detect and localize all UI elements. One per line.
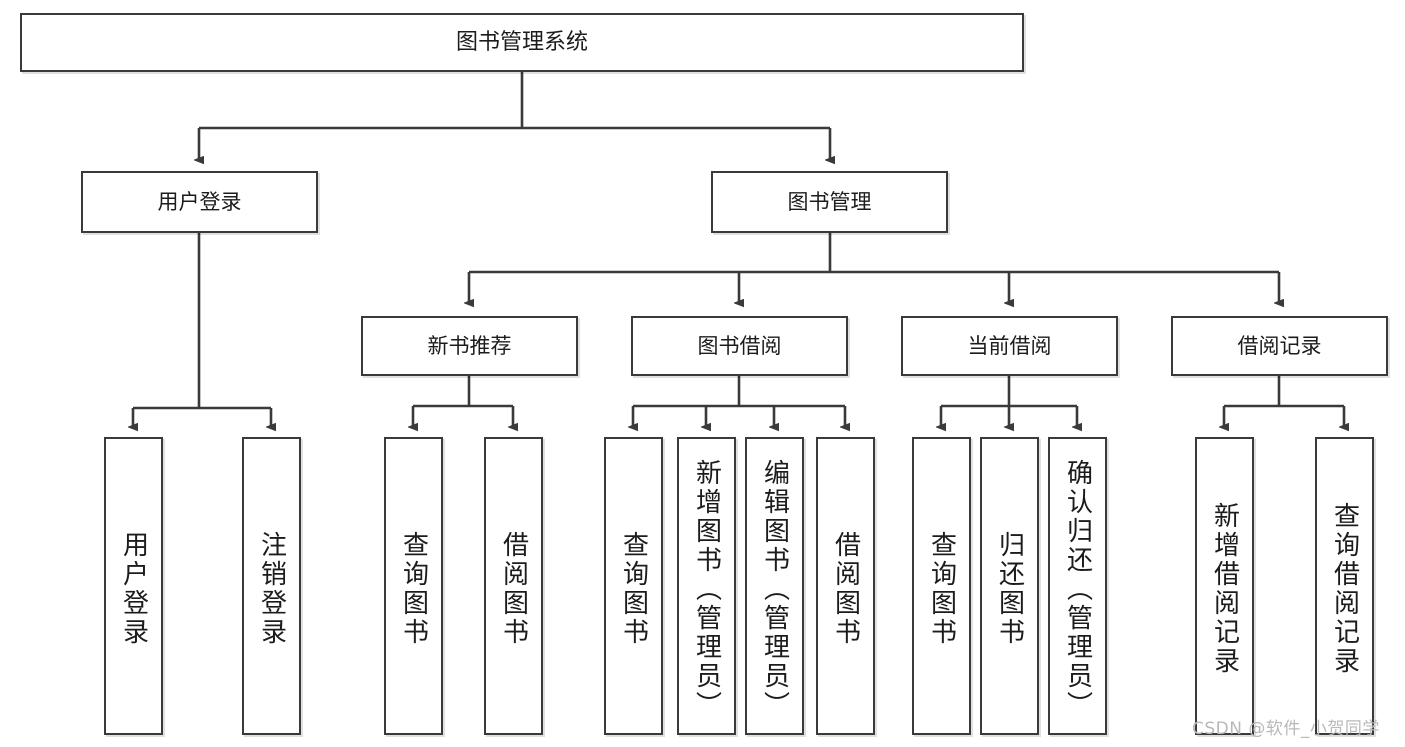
leaf-node[interactable]: 查询借阅记录	[1315, 437, 1374, 735]
leaf-label: 归还图书	[994, 531, 1025, 647]
node-borrow-record[interactable]: 借阅记录	[1171, 316, 1388, 376]
leaf-node[interactable]: 查询图书	[912, 437, 971, 735]
leaf-label: 新增图书（管理员）	[691, 458, 722, 720]
node-book-management-label: 图书管理	[787, 189, 872, 214]
leaf-node[interactable]: 借阅图书	[816, 437, 875, 735]
leaf-label: 借阅图书	[498, 531, 529, 647]
node-user-login[interactable]: 用户登录	[81, 171, 318, 233]
leaf-label: 查询图书	[618, 531, 649, 647]
leaf-label: 查询图书	[926, 531, 957, 647]
leaf-node[interactable]: 确认归还（管理员）	[1048, 437, 1107, 735]
leaf-node[interactable]: 注销登录	[242, 437, 301, 735]
node-new-book-recommend[interactable]: 新书推荐	[361, 316, 578, 376]
leaf-label: 确认归还（管理员）	[1062, 458, 1093, 720]
leaf-label: 用户登录	[118, 531, 149, 647]
leaf-node[interactable]: 归还图书	[980, 437, 1039, 735]
leaf-label: 注销登录	[256, 531, 287, 647]
node-root-label: 图书管理系统	[455, 29, 588, 55]
leaf-node[interactable]: 查询图书	[384, 437, 443, 735]
node-user-login-label: 用户登录	[157, 189, 242, 214]
leaf-label: 新增借阅记录	[1209, 502, 1240, 676]
leaf-node[interactable]: 编辑图书（管理员）	[745, 437, 804, 735]
node-new-book-recommend-label: 新书推荐	[427, 333, 512, 358]
node-current-borrow[interactable]: 当前借阅	[901, 316, 1118, 376]
node-root[interactable]: 图书管理系统	[20, 13, 1024, 72]
leaf-label: 借阅图书	[830, 531, 861, 647]
node-book-borrow-label: 图书借阅	[697, 333, 782, 358]
node-current-borrow-label: 当前借阅	[967, 333, 1052, 358]
leaf-node[interactable]: 新增借阅记录	[1195, 437, 1254, 735]
node-borrow-record-label: 借阅记录	[1237, 333, 1322, 358]
watermark: CSDN @软件_小贺同学	[1192, 719, 1380, 739]
leaf-node[interactable]: 查询图书	[604, 437, 663, 735]
leaf-node[interactable]: 借阅图书	[484, 437, 543, 735]
leaf-label: 查询借阅记录	[1329, 502, 1360, 676]
node-book-borrow[interactable]: 图书借阅	[631, 316, 848, 376]
leaf-node[interactable]: 用户登录	[104, 437, 163, 735]
leaf-node[interactable]: 新增图书（管理员）	[677, 437, 736, 735]
leaf-label: 编辑图书（管理员）	[759, 458, 790, 720]
node-book-management[interactable]: 图书管理	[711, 171, 948, 233]
leaf-label: 查询图书	[398, 531, 429, 647]
